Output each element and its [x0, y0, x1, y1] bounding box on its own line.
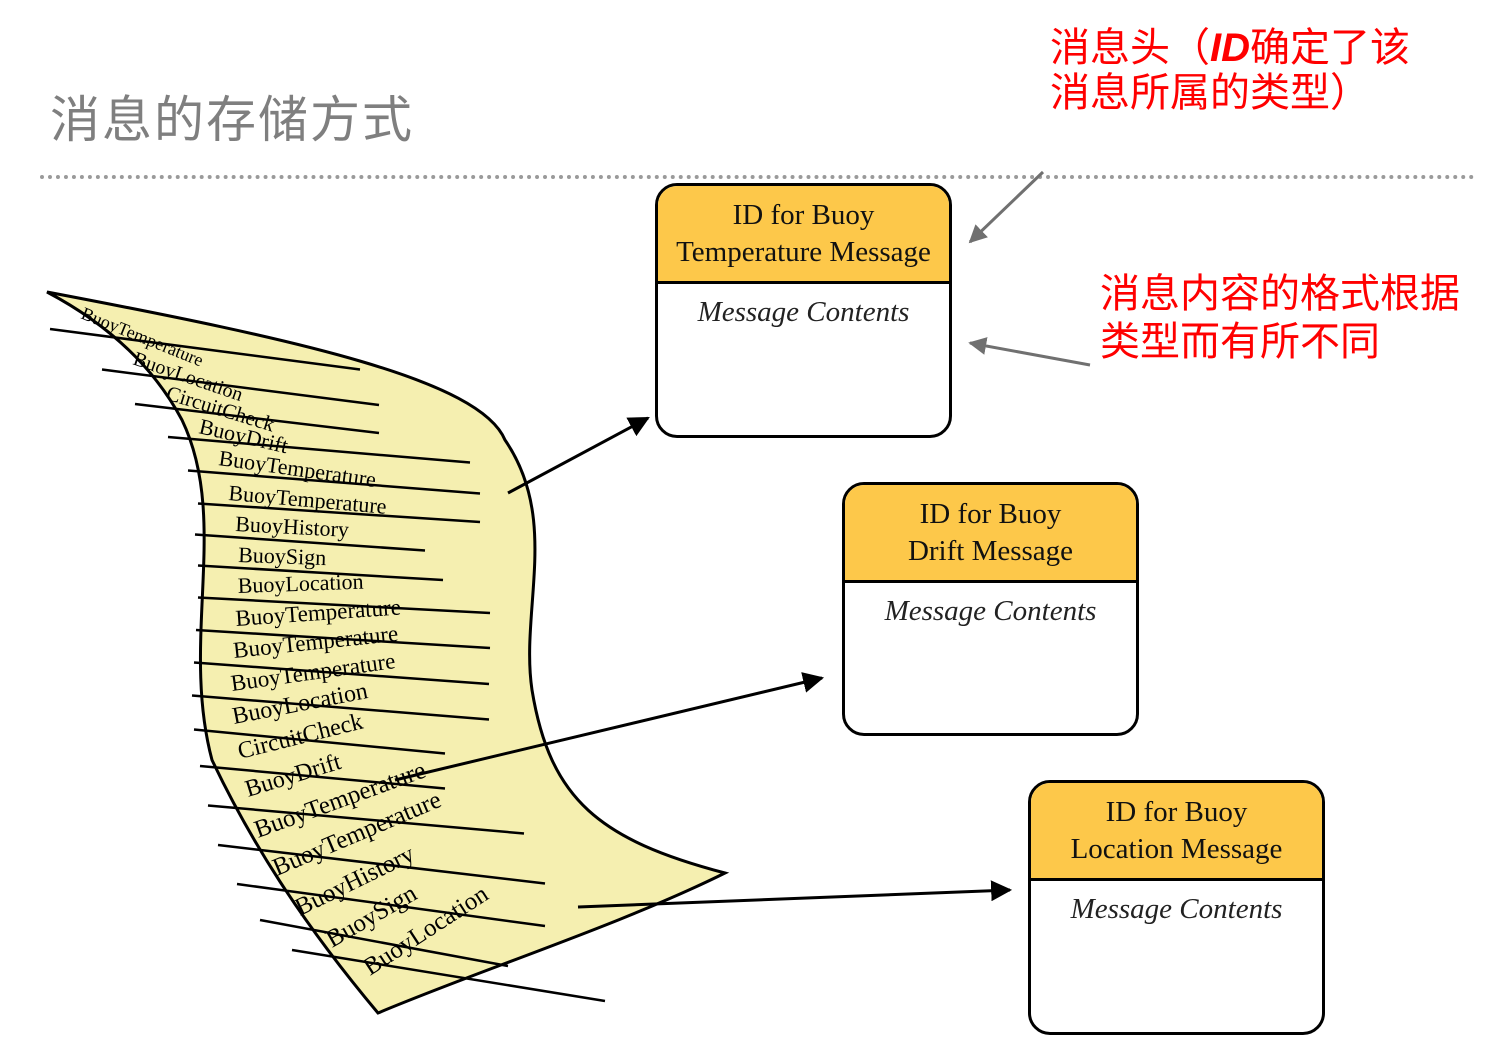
scroll-divider [291, 948, 606, 1003]
scroll-divider [187, 469, 481, 495]
scroll-divider [191, 694, 490, 721]
message-header-line2: Location Message [1070, 832, 1283, 865]
message-body: Message Contents [697, 296, 910, 328]
scroll-divider [134, 402, 380, 435]
scroll-divider [167, 435, 471, 464]
header-annotation-suffix: 确定了该消息所属的类型） [1050, 25, 1410, 116]
message-body: Message Contents [884, 595, 1097, 627]
scroll-divider [207, 804, 525, 835]
scroll-entry: BuoyHistory [235, 511, 350, 542]
message-header-line1: ID for Buoy [1105, 795, 1248, 828]
scroll-divider [199, 764, 446, 790]
scroll-divider [236, 882, 546, 928]
scroll-divider [217, 843, 546, 885]
scroll-divider [101, 368, 380, 407]
content-annotation: 消息内容的格式根据类型而有所不同 [1100, 271, 1460, 365]
message-body: Message Contents [1070, 893, 1283, 925]
header-annotation-prefix: 消息头（ [1050, 25, 1210, 71]
message-header-line2: Temperature Message [676, 235, 931, 268]
scroll-divider [259, 918, 509, 968]
message-header-line1: ID for Buoy [919, 497, 1062, 530]
scroll-divider [49, 327, 361, 371]
title-divider [40, 175, 1475, 179]
page-title: 消息的存储方式 [50, 91, 414, 149]
arrow-to-drift-message [394, 672, 825, 782]
scroll-divider [194, 533, 426, 552]
message-header-line2: Drift Message [907, 534, 1074, 567]
scroll-dividers [49, 327, 606, 1003]
scroll-divider [195, 628, 491, 650]
scroll-divider [197, 502, 481, 524]
scroll-divider [197, 564, 444, 582]
annotation-pointer-content [968, 337, 1091, 367]
message-header-line1: ID for Buoy [732, 198, 875, 231]
arrow-to-temperature-message [507, 416, 650, 495]
annotation-pointer-header [968, 170, 1045, 244]
header-annotation-id: ID [1210, 26, 1250, 70]
scroll-entry: BuoyLocation [237, 569, 364, 598]
scroll-divider [197, 596, 491, 615]
arrow-to-location-message [577, 880, 1013, 909]
scroll-divider [193, 728, 446, 755]
scroll-divider [193, 661, 490, 686]
scroll-entry: BuoySign [238, 542, 327, 570]
header-annotation: 消息头（ID确定了该消息所属的类型） [1050, 26, 1410, 116]
